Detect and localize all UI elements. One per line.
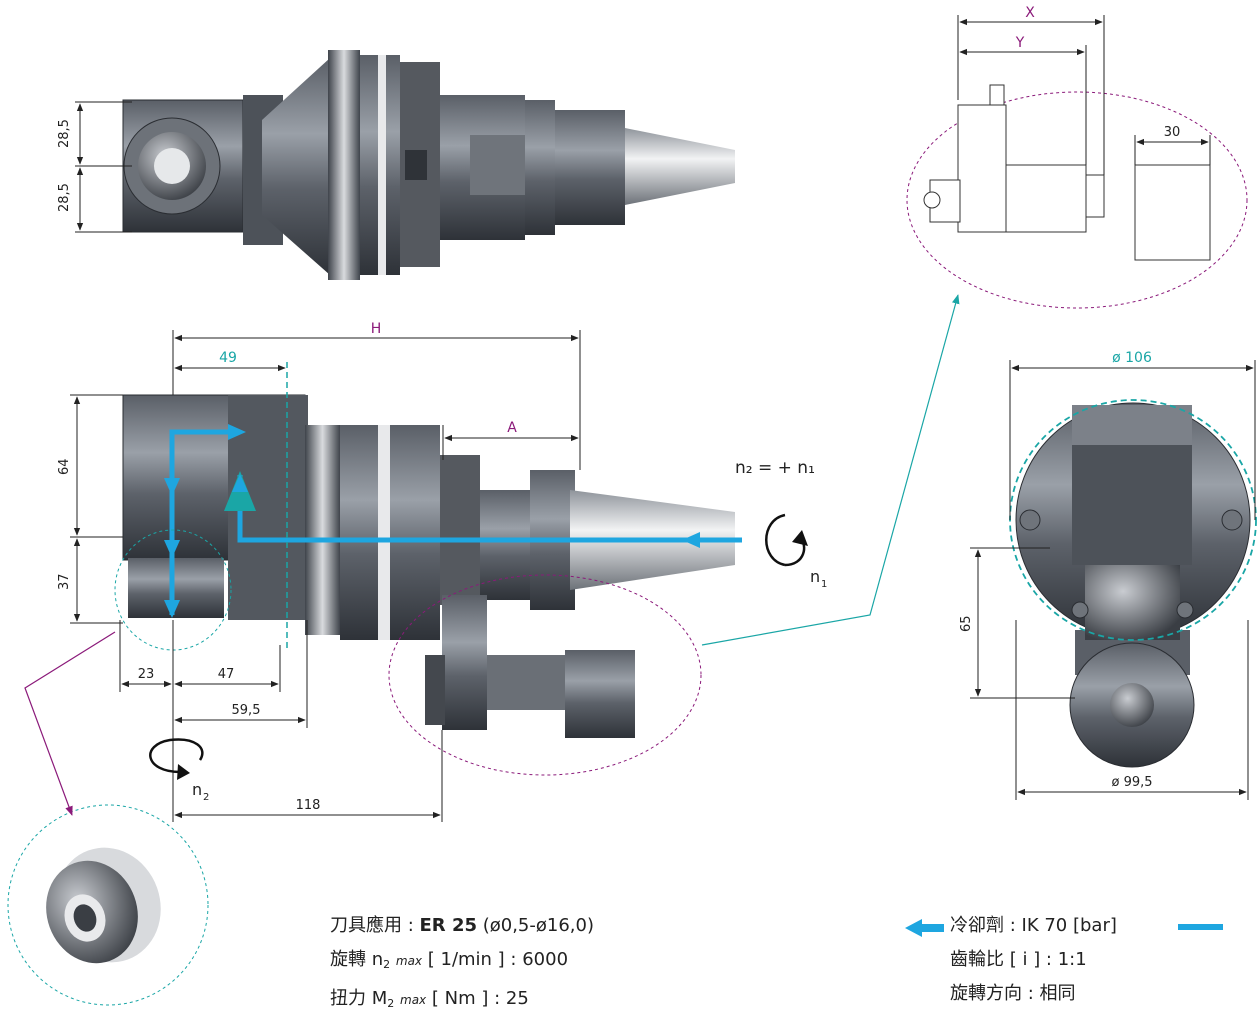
spec-coolant: 冷卻劑 : IK 70 [bar]	[950, 915, 1117, 936]
dim-H: H	[172, 321, 581, 470]
n2-sub: 2	[203, 792, 209, 803]
coolant-path	[164, 424, 742, 618]
speed-relation: n₂ = + n₁	[735, 458, 815, 478]
dim-label-49: 49	[219, 350, 237, 366]
specs-left: 刀具應用 : ER 25 (ø0,5-ø16,0) 旋轉 n2 max [ 1/…	[330, 909, 594, 1021]
spec-gear-ratio: 齒輪比 [ i ] : 1:1	[950, 949, 1087, 970]
dim-label-37: 37	[57, 573, 72, 590]
dim-label-A: A	[507, 420, 517, 436]
dim-label-118: 118	[296, 798, 321, 813]
specs-right: 冷卻劑 : IK 70 [bar] 齒輪比 [ i ] : 1:1 旋轉方向 :…	[950, 909, 1117, 1011]
side-view-tool	[122, 394, 735, 738]
dim-label-Y: Y	[1015, 35, 1025, 51]
dim-X-Y-30: X Y 30	[957, 5, 1211, 175]
dim-bottom: 23 47 59,5 118	[119, 620, 443, 822]
dim-label-23: 23	[138, 667, 155, 682]
dim-label-59-5: 59,5	[232, 703, 261, 718]
n1-sub: 1	[821, 579, 827, 590]
rotation-n1-icon: n 1	[765, 513, 827, 590]
dim-A: A	[442, 420, 579, 460]
dim-label-28-5-b: 28,5	[57, 183, 72, 212]
dim-label-65: 65	[959, 615, 974, 632]
dim-label-H: H	[371, 321, 382, 337]
dim-label-X: X	[1025, 5, 1035, 21]
collet-nut-detail	[46, 847, 161, 964]
dim-label-64: 64	[57, 458, 72, 475]
detail-view-side	[923, 84, 1211, 261]
rotation-n2-icon: n 2	[149, 738, 209, 803]
dim-label-28-5-a: 28,5	[57, 119, 72, 148]
coolant-legend-icon	[905, 919, 1223, 937]
dim-49: 49	[174, 350, 286, 372]
dim-64-37: 64 37	[57, 394, 123, 624]
front-view-tool	[1015, 402, 1251, 768]
top-view-tool	[122, 50, 735, 280]
dim-label-30: 30	[1164, 125, 1181, 140]
spec-rotation-speed: 旋轉 n2 max [ 1/min ] : 6000	[330, 949, 569, 971]
n1-label: n	[810, 567, 820, 586]
spec-tool-application: 刀具應用 : ER 25 (ø0,5-ø16,0)	[330, 915, 594, 936]
dim-top-28-5: 28,5 28,5	[57, 101, 132, 233]
dim-label-47: 47	[218, 667, 235, 682]
dim-106-65-99-5: ø 106 65 ø 99,5	[959, 350, 1256, 800]
dim-label-dia-99-5: ø 99,5	[1111, 775, 1152, 790]
n2-label: n	[192, 780, 202, 799]
dim-label-dia-106: ø 106	[1112, 350, 1152, 366]
spec-torque: 扭力 M2 max [ Nm ] : 25	[330, 988, 529, 1010]
spec-rotation-direction: 旋轉方向 : 相同	[950, 983, 1076, 1004]
